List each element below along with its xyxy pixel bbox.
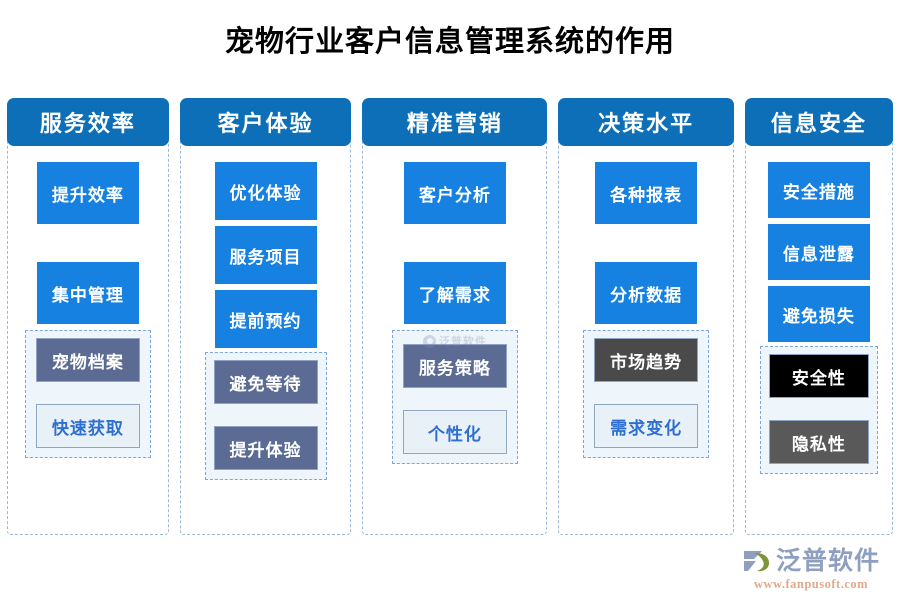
fanpu-logo-icon (743, 551, 769, 572)
subgroup-3: 泛普软件服务策略个性化 (391, 330, 518, 464)
item-box[interactable]: 优化体验 (214, 162, 317, 220)
item-box[interactable]: 安全措施 (767, 162, 870, 218)
column-header-1[interactable]: 服务效率 (7, 98, 169, 146)
item-box[interactable]: 分析数据 (595, 262, 698, 324)
column-header-2[interactable]: 客户体验 (179, 98, 352, 146)
brand-row: 泛普软件 (742, 547, 880, 575)
item-box[interactable]: 各种报表 (595, 162, 698, 224)
subgroup-item-box[interactable]: 隐私性 (768, 420, 869, 464)
column-5: 信息安全安全措施信息泄露避免损失安全性隐私性 (744, 98, 893, 535)
item-box[interactable]: 服务项目 (214, 226, 317, 284)
subgroup-4: 市场趋势需求变化 (583, 330, 710, 458)
subgroup-item-box[interactable]: 服务策略 (402, 344, 507, 388)
column-items-3: 客户分析了解需求泛普软件服务策略个性化 (362, 146, 547, 464)
subgroup-item-box[interactable]: 提升体验 (213, 426, 318, 470)
item-box[interactable]: 避免损失 (767, 286, 870, 342)
subgroup-item-box[interactable]: 快速获取 (35, 404, 140, 448)
subgroup-item-box[interactable]: 宠物档案 (35, 338, 140, 382)
column-items-4: 各种报表分析数据市场趋势需求变化 (558, 146, 733, 458)
column-1: 服务效率提升效率集中管理宠物档案快速获取 (7, 98, 169, 535)
subgroup-item-box[interactable]: 个性化 (402, 410, 507, 454)
column-header-4[interactable]: 决策水平 (558, 98, 734, 146)
brand-logo: 泛普软件 www.fanpusoft.com (736, 547, 886, 592)
column-items-2: 优化体验服务项目提前预约避免等待提升体验 (180, 146, 352, 480)
column-4: 决策水平各种报表分析数据市场趋势需求变化 (558, 98, 734, 535)
brand-url: www.fanpusoft.com (753, 577, 869, 591)
column-header-5[interactable]: 信息安全 (744, 98, 893, 146)
item-box[interactable]: 客户分析 (403, 162, 506, 224)
column-items-5: 安全措施信息泄露避免损失安全性隐私性 (745, 146, 893, 474)
column-header-3[interactable]: 精准营销 (362, 98, 548, 146)
subgroup-item-box[interactable]: 安全性 (768, 354, 869, 398)
column-2: 客户体验优化体验服务项目提前预约避免等待提升体验 (179, 98, 352, 535)
subgroup-2: 避免等待提升体验 (204, 352, 327, 480)
item-box[interactable]: 了解需求 (403, 262, 506, 324)
subgroup-5: 安全性隐私性 (759, 346, 878, 474)
item-box[interactable]: 信息泄露 (767, 224, 870, 280)
column-items-1: 提升效率集中管理宠物档案快速获取 (7, 146, 169, 458)
item-box[interactable]: 集中管理 (36, 262, 139, 324)
brand-name: 泛普软件 (775, 547, 880, 575)
subgroup-1: 宠物档案快速获取 (24, 330, 151, 458)
subgroup-item-box[interactable]: 需求变化 (594, 404, 699, 448)
column-3: 精准营销客户分析了解需求泛普软件服务策略个性化 (362, 98, 548, 535)
item-box[interactable]: 提前预约 (214, 290, 317, 348)
subgroup-item-box[interactable]: 市场趋势 (594, 338, 699, 382)
item-box[interactable]: 提升效率 (36, 162, 139, 224)
subgroup-item-box[interactable]: 避免等待 (213, 360, 318, 404)
page-title: 宠物行业客户信息管理系统的作用 (224, 26, 675, 58)
columns-container: 服务效率提升效率集中管理宠物档案快速获取客户体验优化体验服务项目提前预约避免等待… (7, 98, 893, 538)
